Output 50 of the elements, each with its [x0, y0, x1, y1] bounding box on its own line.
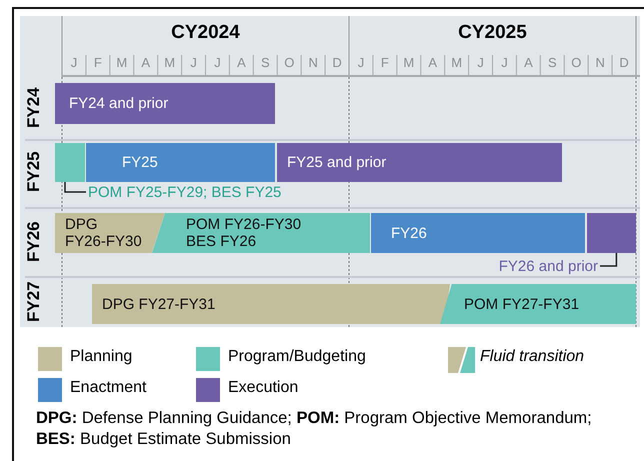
month-label: A [140, 55, 152, 70]
timeline-bar: DPG FY26-FY30 [55, 213, 165, 253]
month-label: N [307, 55, 319, 70]
month-label: A [427, 55, 438, 70]
row-label: FY24 [24, 88, 44, 128]
month-label: J [189, 55, 198, 70]
timeline-bar [587, 213, 636, 253]
year-heading: CY2024 [170, 22, 241, 44]
timeline-bar: FY24 and prior [55, 83, 275, 124]
month-label: O [570, 55, 582, 70]
month-label: S [546, 55, 558, 70]
timeline-bar [55, 143, 85, 182]
month-label: J [476, 55, 485, 70]
legend-label: Planning [70, 348, 132, 366]
month-label: M [402, 55, 416, 70]
legend-label: Execution [228, 379, 298, 397]
month-label: F [92, 55, 103, 70]
timeline-bar: POM FY26-FY30 BES FY26 [152, 213, 370, 253]
row-label: FY27 [24, 282, 44, 322]
month-label: N [594, 55, 606, 70]
month-label: J [500, 55, 509, 70]
legend-label: Program/Budgeting [228, 348, 366, 366]
timeline-bar: FY26 [371, 213, 585, 253]
callout-text: POM FY25-FY29; BES FY25 [88, 181, 368, 203]
month-label: A [523, 55, 534, 70]
month-label: O [283, 55, 296, 70]
month-label: J [70, 55, 78, 70]
legend-label: Enactment [70, 379, 146, 397]
legend-label: Fluid transition [480, 348, 584, 366]
month-label: F [380, 55, 390, 70]
timeline-bar: FY25 [86, 143, 275, 182]
month-label: D [331, 55, 343, 70]
month-label: M [163, 55, 176, 70]
leader-line [600, 253, 618, 267]
timeline-bar: DPG FY27-FY31 [92, 284, 450, 324]
month-label: J [213, 55, 222, 70]
month-label: J [356, 55, 366, 70]
year-heading: CY2025 [457, 22, 528, 44]
month-label: D [618, 55, 630, 70]
row-label: FY25 [24, 152, 44, 192]
month-label: M [115, 55, 128, 70]
footnote: DPG: Defense Planning Guidance; POM: Program Objective Memorandum; BES: Budget Estimate Submission [36, 408, 593, 450]
row-label: FY26 [24, 222, 44, 262]
leader-line [64, 182, 86, 193]
month-label: M [450, 55, 464, 70]
callout-text: FY26 and prior [498, 255, 598, 277]
timeline-bar: FY25 and prior [277, 143, 562, 182]
month-label: A [236, 55, 247, 70]
month-label: S [260, 55, 271, 70]
timeline-bar: POM FY27-FY31 [440, 284, 636, 324]
